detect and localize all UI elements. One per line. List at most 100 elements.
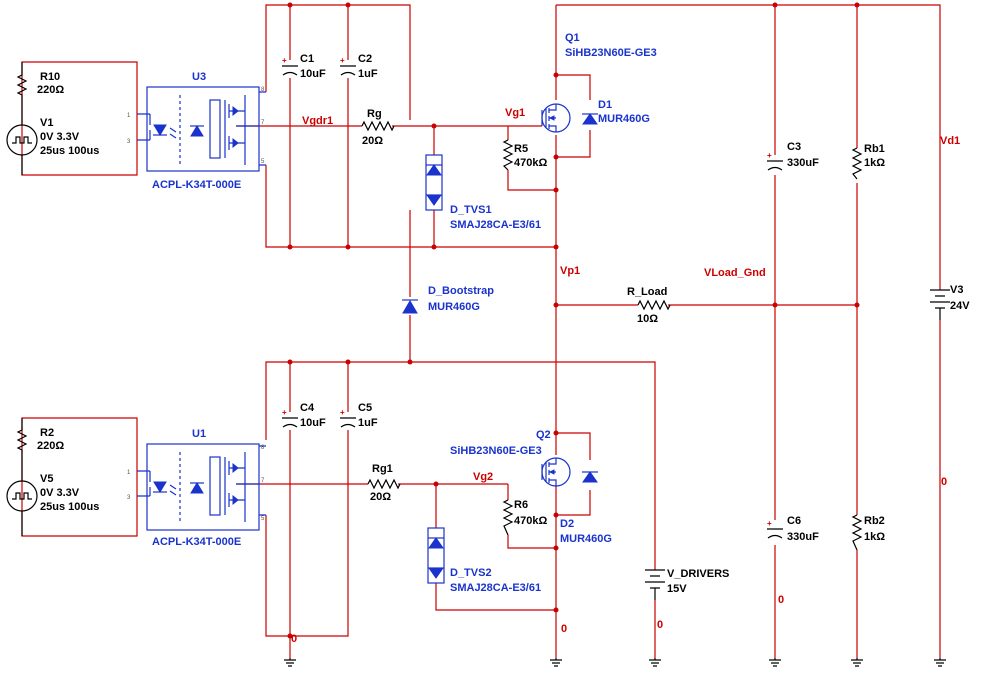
net-labels: Vgdr1 Vg1 Vp1 VLoad_Gnd Vd1 Vg2 0 0 0 0 … (291, 107, 960, 645)
resistor-Rb2[interactable]: Rb2 1kΩ (851, 514, 885, 551)
D_Bootstrap-ref: D_Bootstrap (428, 285, 494, 297)
mosfet-Q2[interactable]: Q2 SiHB23N60E-GE3 (450, 429, 571, 487)
svg-text:8: 8 (261, 445, 265, 451)
optocoupler-U3[interactable]: 1 3 8 7 5 U3 ACPL-K34T-000E (127, 71, 266, 191)
C6-value: 330uF (787, 531, 819, 543)
Rb2-value: 1kΩ (864, 531, 885, 543)
net-Vg1: Vg1 (505, 107, 525, 119)
svg-text:1: 1 (127, 470, 131, 476)
C6-ref: C6 (787, 515, 801, 527)
svg-text:+: + (767, 151, 772, 160)
net-gnd-vdrivers: 0 (657, 619, 663, 631)
wires-middle (265, 210, 941, 658)
net-Vgdr1: Vgdr1 (302, 115, 333, 127)
mosfet-Q1[interactable]: Q1 SiHB23N60E-GE3 (508, 32, 657, 133)
V5-line2: 25us 100us (40, 501, 99, 513)
net-gnd-q2: 0 (561, 623, 567, 635)
battery-V_DRIVERS[interactable]: V_DRIVERS 15V (645, 568, 729, 600)
resistor-R5[interactable]: R5 470kΩ (502, 139, 547, 171)
diode-D2[interactable]: D2 MUR460G (560, 471, 612, 545)
U1-ref: U1 (192, 428, 206, 440)
Rg1-ref: Rg1 (372, 463, 393, 475)
C5-value: 1uF (358, 417, 378, 429)
resistor-R_Load[interactable]: R_Load 10Ω (627, 286, 671, 325)
R5-ref: R5 (514, 143, 528, 155)
D_TVS1-part: SMAJ28CA-E3/61 (450, 219, 541, 231)
svg-text:+: + (282, 408, 287, 417)
Q2-ref: Q2 (536, 429, 551, 441)
resistor-Rb1[interactable]: Rb1 1kΩ (851, 143, 885, 180)
V3-value: 24V (950, 300, 970, 312)
Q2-part: SiHB23N60E-GE3 (450, 445, 542, 457)
C4-value: 10uF (300, 417, 326, 429)
tvs-D_TVS2[interactable]: D_TVS2 SMAJ28CA-E3/61 (427, 527, 541, 594)
svg-text:+: + (340, 56, 345, 65)
R_Load-value: 10Ω (637, 313, 658, 325)
V_DRIVERS-value: 15V (667, 583, 687, 595)
C3-ref: C3 (787, 141, 801, 153)
capacitor-C1[interactable]: + C1 10uF (282, 53, 326, 80)
junction-dots (287, 2, 860, 639)
R6-value: 470kΩ (514, 515, 547, 527)
C1-value: 10uF (300, 68, 326, 80)
Rg-value: 20Ω (362, 135, 383, 147)
C4-ref: C4 (300, 402, 315, 414)
C3-value: 330uF (787, 157, 819, 169)
resistor-R6[interactable]: R6 470kΩ (502, 499, 547, 536)
source-V5[interactable]: V5 0V 3.3V 25us 100us (6, 470, 99, 536)
wires-top (21, 4, 941, 305)
Rb1-value: 1kΩ (864, 157, 885, 169)
D1-ref: D1 (598, 99, 612, 111)
C2-value: 1uF (358, 68, 378, 80)
net-Vd1: Vd1 (940, 135, 960, 147)
R2-value: 220Ω (37, 440, 64, 452)
Rg1-value: 20Ω (370, 491, 391, 503)
resistor-Rg[interactable]: Rg 20Ω (361, 108, 395, 147)
diode-D1[interactable]: D1 MUR460G (582, 99, 650, 125)
resistor-R10[interactable]: R10 220Ω (16, 62, 64, 110)
net-gnd-v3: 0 (941, 476, 947, 488)
capacitor-C2[interactable]: + C2 1uF (340, 53, 378, 80)
svg-text:5: 5 (261, 516, 265, 522)
V1-line1: 0V 3.3V (40, 131, 80, 143)
battery-V3[interactable]: V3 24V (930, 284, 970, 320)
V1-ref: V1 (40, 117, 53, 129)
svg-text:3: 3 (127, 495, 131, 501)
capacitor-C5[interactable]: + C5 1uF (340, 402, 378, 430)
resistor-R2[interactable]: R2 220Ω (16, 418, 64, 470)
net-VLoad_Gnd: VLoad_Gnd (704, 267, 766, 279)
V5-line1: 0V 3.3V (40, 487, 80, 499)
capacitor-C3[interactable]: + C3 330uF (767, 141, 819, 175)
net-gnd-u1: 0 (291, 633, 297, 645)
net-Vg2: Vg2 (473, 471, 493, 483)
resistor-Rg1[interactable]: Rg1 20Ω (367, 463, 401, 503)
D_Bootstrap-part: MUR460G (428, 301, 480, 313)
net-Vp1: Vp1 (560, 265, 580, 277)
R_Load-ref: R_Load (627, 286, 667, 298)
ground-symbols (284, 658, 946, 667)
tvs-D_TVS1[interactable]: D_TVS1 SMAJ28CA-E3/61 (425, 154, 541, 231)
C5-ref: C5 (358, 402, 372, 414)
svg-text:5: 5 (261, 159, 265, 165)
R6-ref: R6 (514, 499, 528, 511)
source-V1[interactable]: V1 0V 3.3V 25us 100us (6, 110, 99, 175)
C2-ref: C2 (358, 53, 372, 65)
capacitor-C6[interactable]: + C6 330uF (767, 515, 819, 544)
D_TVS2-ref: D_TVS2 (450, 567, 492, 579)
V3-ref: V3 (950, 284, 963, 296)
wires-bottom (21, 305, 858, 658)
capacitor-C4[interactable]: + C4 10uF (282, 402, 326, 430)
U3-part: ACPL-K34T-000E (152, 179, 241, 191)
V5-ref: V5 (40, 473, 53, 485)
R5-value: 470kΩ (514, 157, 547, 169)
optocoupler-U1[interactable]: 1 3 8 7 5 U1 ACPL-K34T-000E (127, 428, 266, 548)
Q1-ref: Q1 (565, 32, 580, 44)
Rb2-ref: Rb2 (864, 515, 885, 527)
svg-text:+: + (282, 56, 287, 65)
R10-value: 220Ω (37, 84, 64, 96)
D2-ref: D2 (560, 518, 574, 530)
diode-D_Bootstrap[interactable]: D_Bootstrap MUR460G (402, 285, 494, 314)
svg-text:3: 3 (127, 139, 131, 145)
R10-ref: R10 (40, 71, 60, 83)
